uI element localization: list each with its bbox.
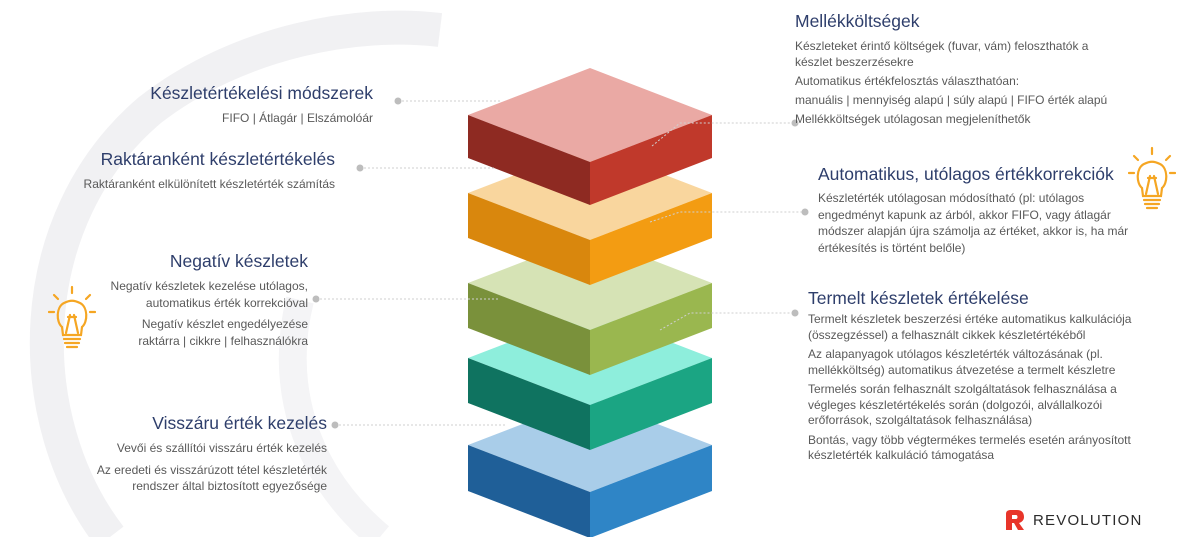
costs-title: Mellékköltségek — [795, 11, 920, 31]
negative-line: Negatív készlet engedélyezése — [141, 317, 308, 331]
leader-dot — [312, 295, 320, 303]
auto-correction-line: engedményt kapunk az árból, akkor FIFO, … — [818, 207, 1111, 222]
methods-line: FIFO | Átlagár | Elszámolóár — [222, 111, 373, 125]
costs-line: manuális | mennyiség alapú | súly alapú … — [795, 93, 1108, 107]
warehouse-line: Raktáranként elkülönített készletérték s… — [83, 177, 335, 191]
costs-line: készlet beszerzésekre — [795, 55, 914, 69]
produced-line: mellékköltség) automatikus átvezetése a … — [808, 362, 1116, 377]
warehouse-title: Raktáranként készletértékelés — [100, 149, 335, 169]
produced-line: Az alapanyagok utólagos készletérték vál… — [808, 347, 1103, 361]
leader-dot — [331, 421, 339, 429]
leader-dot — [356, 164, 364, 172]
leader-dot — [801, 208, 809, 216]
negative-line: automatikus érték korrekcióval — [145, 295, 308, 310]
revolution-logo: REVOLUTION — [1003, 508, 1143, 532]
costs-line: Készleteket érintő költségek (fuvar, vám… — [795, 39, 1089, 53]
auto-correction-line: módszer alapján újra számolja az értéket… — [818, 224, 1129, 238]
leader-dot — [394, 97, 402, 105]
auto-correction-line: értékesítés is történt belőle) — [818, 240, 966, 255]
auto-correction-title: Automatikus, utólagos értékkorrekciók — [818, 164, 1114, 184]
returns-block: Visszáru érték kezelés Vevői és szállító… — [97, 412, 327, 495]
leader-dot — [791, 119, 799, 127]
costs-block: Mellékköltségek Készleteket érintő költs… — [795, 10, 1107, 130]
lightbulb-icon — [1128, 146, 1176, 210]
warehouse-block: Raktáranként készletértékelés Raktáranké… — [84, 148, 335, 193]
produced-line: végleges készletértékelés során (dolgozó… — [808, 397, 1103, 412]
returns-line: rendszer által biztosított egyezősége — [132, 479, 327, 493]
costs-line: Mellékköltségek utólagosan megjeleníthet… — [795, 112, 1031, 126]
negative-line: raktárra | cikkre | felhasználókra — [138, 333, 308, 348]
returns-line: Vevői és szállítói visszáru érték kezelé… — [116, 441, 327, 455]
logo-text: REVOLUTION — [1033, 511, 1143, 529]
produced-title: Termelt készletek értékelése — [808, 288, 1029, 308]
methods-title: Készletértékelési módszerek — [150, 83, 373, 103]
auto-correction-line: Készletérték utólagosan módosítható (pl:… — [818, 191, 1085, 205]
auto-correction-block: Automatikus, utólagos értékkorrekciók Ké… — [818, 163, 1128, 256]
produced-line: (összegzéssel) a felhasznált cikkek kész… — [808, 327, 1086, 342]
produced-line: Termelés során felhasznált szolgáltatáso… — [808, 382, 1117, 396]
returns-title: Visszáru érték kezelés — [152, 413, 327, 433]
produced-line: Bontás, vagy több végtermékes termelés e… — [808, 432, 1131, 447]
produced-line: Termelt készletek beszerzési értéke auto… — [808, 312, 1132, 326]
layer-red — [468, 68, 712, 205]
returns-line: Az eredeti és visszárúzott tétel készlet… — [96, 462, 327, 477]
leader-dot — [791, 309, 799, 317]
lightbulb-icon — [48, 285, 96, 349]
revolution-logo-icon — [1006, 510, 1024, 530]
negative-title: Negatív készletek — [169, 251, 308, 271]
negative-line: Negatív készletek kezelése utólagos, — [110, 279, 308, 293]
negative-block: Negatív készletek Negatív készletek keze… — [111, 250, 308, 349]
costs-line: Automatikus értékfelosztás választhatóan… — [795, 74, 1020, 88]
produced-block: Termelt készletek értékelése Termelt kés… — [808, 287, 1131, 464]
produced-line: erőforrások, szolgáltatások felhasználás… — [808, 413, 1033, 427]
produced-line: készletérték kalkuláció támogatása — [808, 448, 995, 462]
methods-block: Készletértékelési módszerek FIFO | Átlag… — [150, 82, 373, 127]
